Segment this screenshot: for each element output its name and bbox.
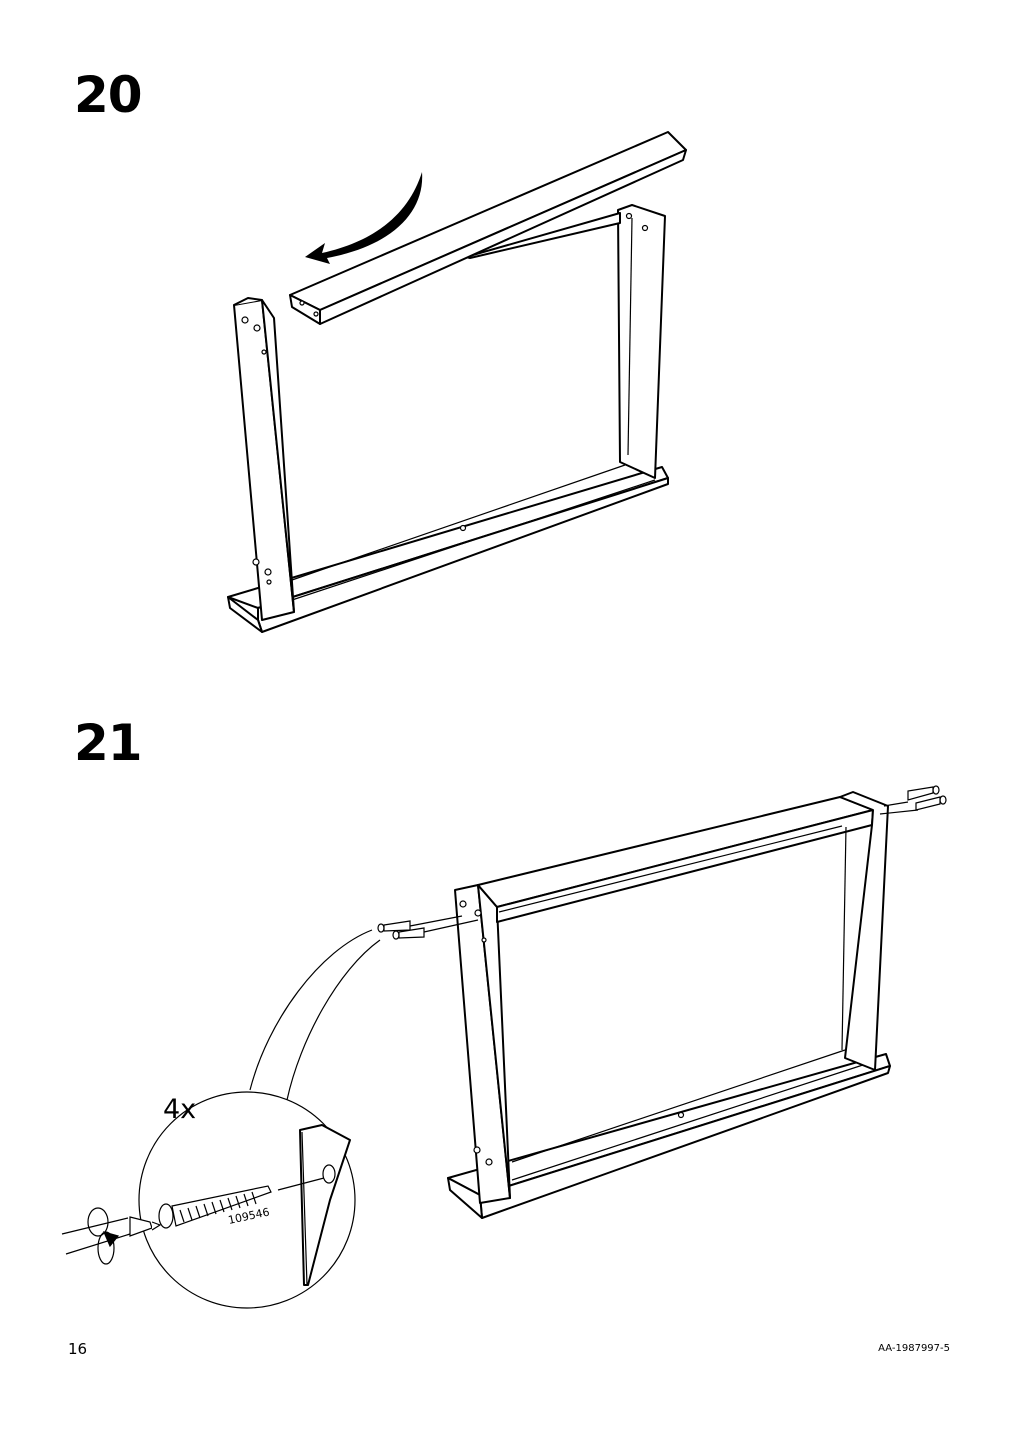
curved-arrow-icon — [305, 172, 423, 264]
document-code: AA-1987997-5 — [878, 1343, 950, 1354]
step-21-number: 21 — [74, 714, 143, 772]
step-20-number: 20 — [74, 66, 143, 124]
quantity-label: 4x — [163, 1094, 197, 1125]
large-screw-icon — [158, 1185, 272, 1229]
page-number: 16 — [68, 1340, 88, 1358]
screw-icon — [377, 785, 947, 940]
screwdriver-icon — [61, 1207, 162, 1265]
step-20-illustration — [227, 131, 687, 633]
part-number-label: 109546 — [227, 1205, 271, 1226]
